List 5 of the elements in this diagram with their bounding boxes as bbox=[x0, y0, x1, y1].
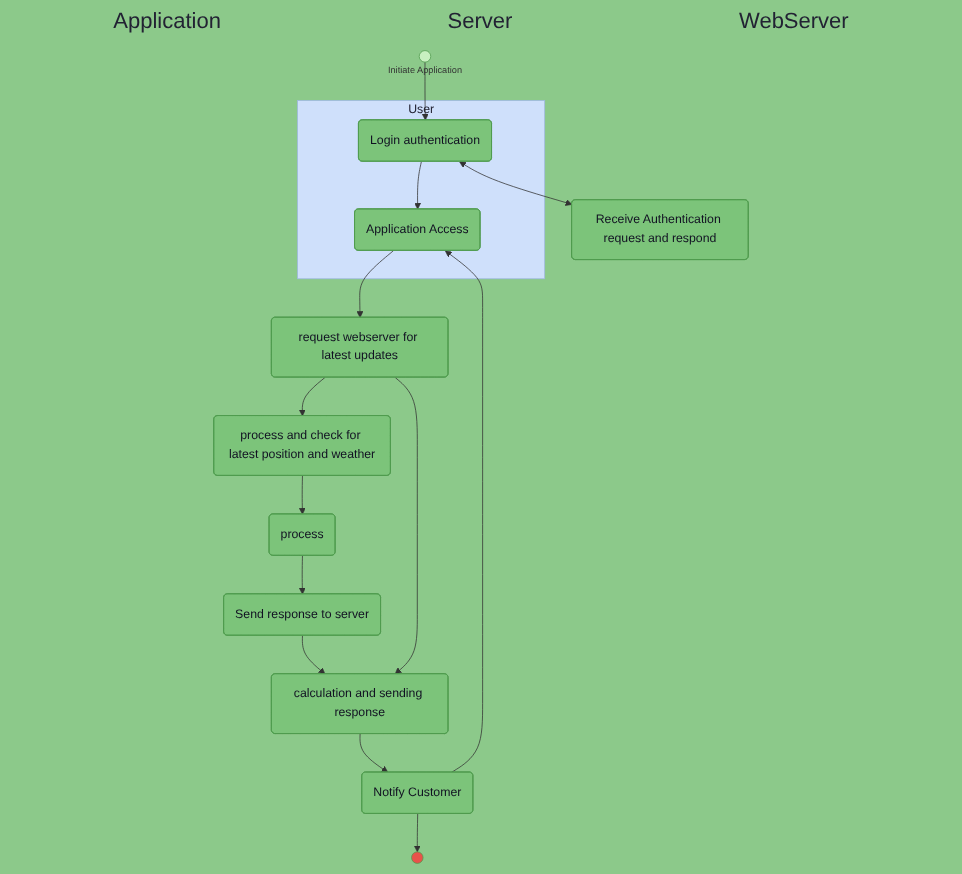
lane-heading: Server bbox=[445, 10, 515, 34]
node-circle bbox=[411, 851, 424, 864]
lane-heading: Application bbox=[111, 10, 223, 34]
node-circle bbox=[418, 50, 432, 63]
lane-heading: WebServer bbox=[737, 10, 851, 34]
